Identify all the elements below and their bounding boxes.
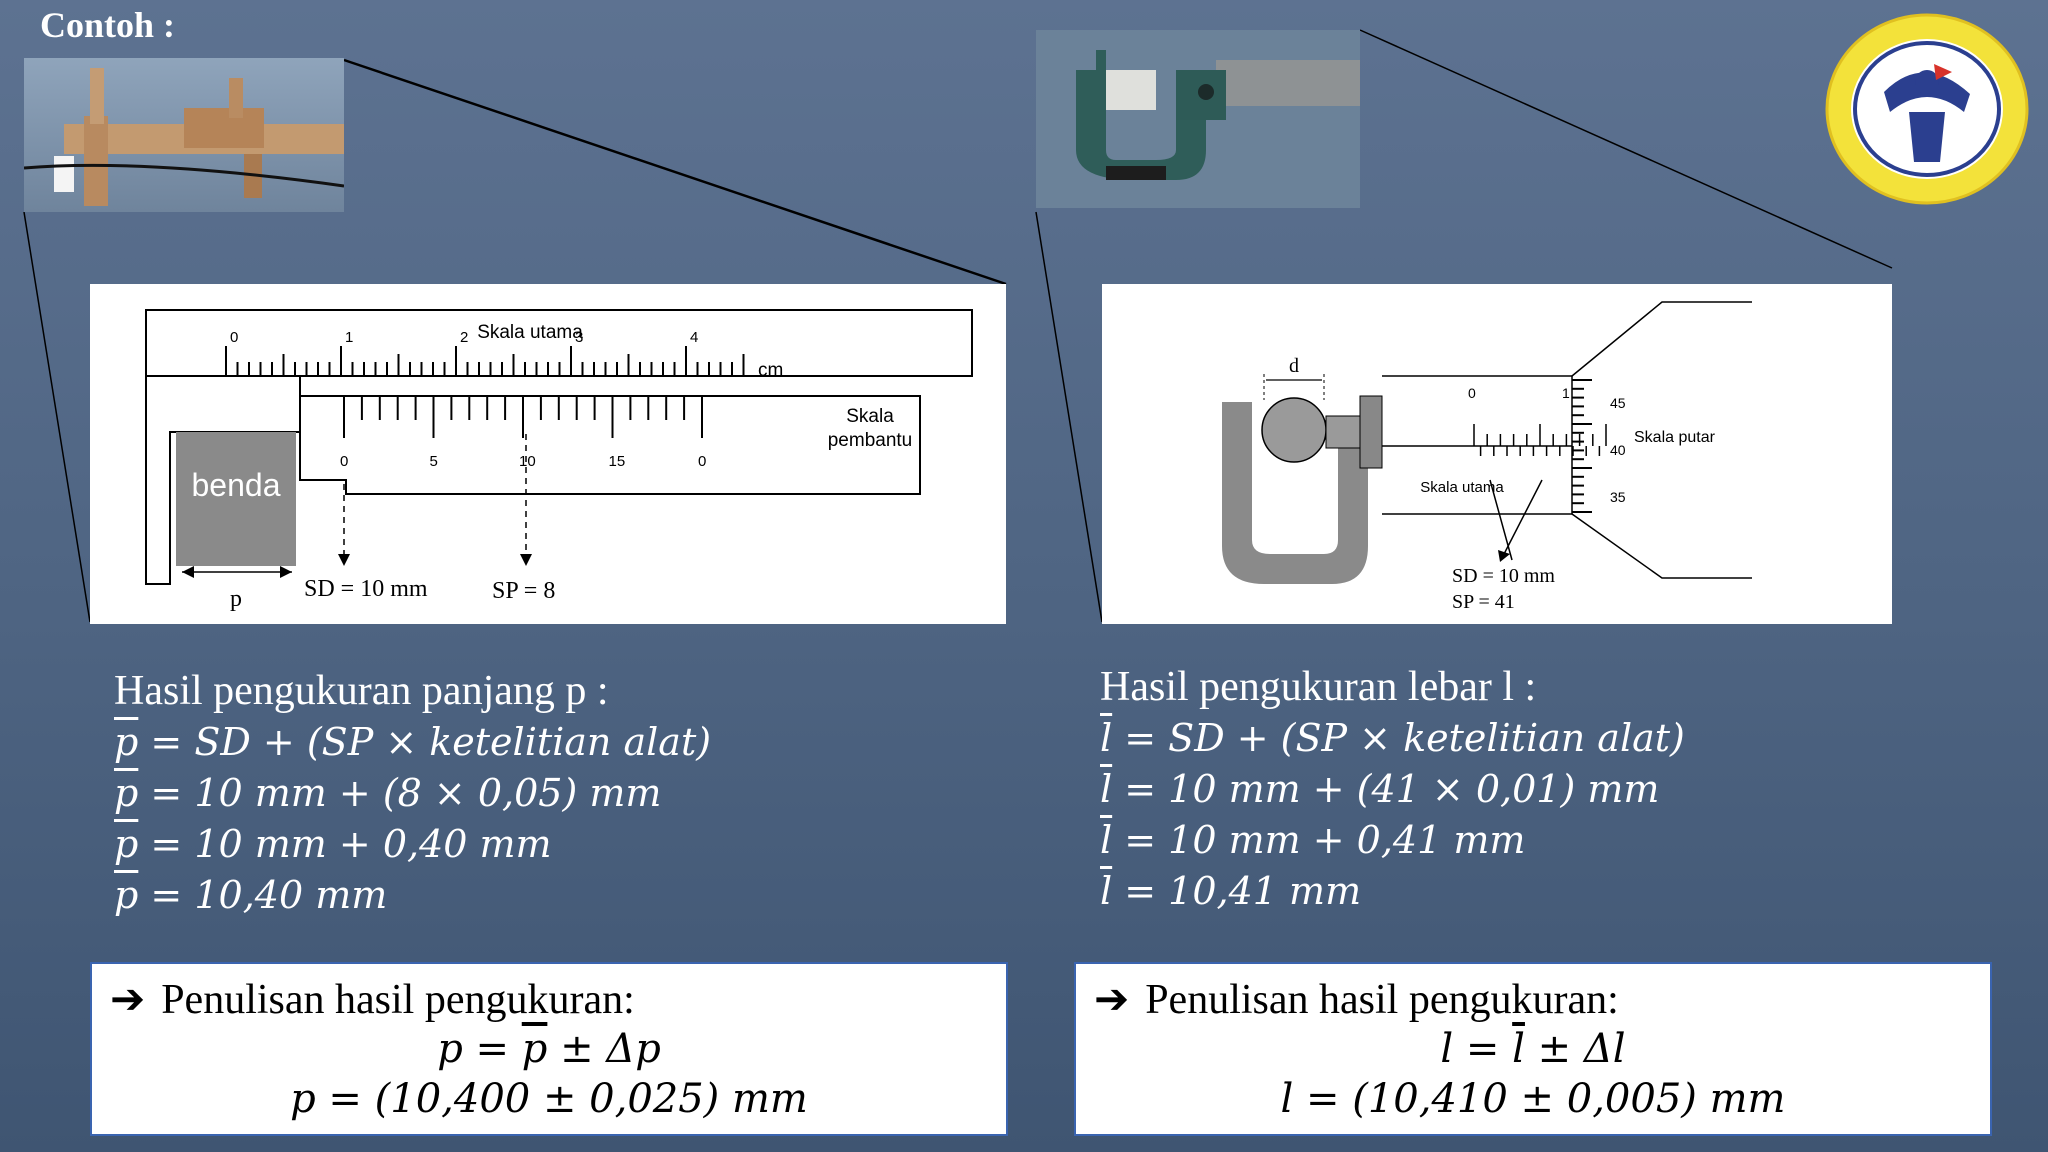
left-result-line: p = SD + (SP × ketelitian alat) (114, 720, 712, 764)
thimble-label: Skala putar (1634, 429, 1716, 446)
main-scale-label: Skala utama (477, 322, 583, 343)
main-scale-number: 3 (575, 329, 583, 346)
vernier-label-line2: pembantu (828, 430, 913, 451)
writing-formula: l = l ± Δl (1440, 1026, 1626, 1072)
writing-result: p = (10,400 ± 0,025) mm (290, 1076, 808, 1122)
university-logo (1824, 12, 2030, 206)
left-result-line: p = 10 mm + (8 × 0,05) mm (114, 771, 662, 815)
thimble-number: 40 (1610, 442, 1626, 458)
vernier-number: 0 (698, 453, 706, 470)
unit-label: cm (758, 360, 783, 381)
right-result-line: l = SD + (SP × ketelitian alat) (1100, 716, 1685, 760)
main-scale-number: 0 (230, 329, 238, 346)
left-writing-box: ➔Penulisan hasil pengukuran: p = p ± Δp … (90, 962, 1008, 1136)
main-scale-number: 4 (690, 329, 698, 346)
caliper-diagram: Skala utama 0 1 2 3 4 cm benda 0 5 10 15 0 Skala… (90, 284, 1006, 624)
vernier-label-line1: Skala (846, 406, 894, 427)
micrometer-photo (1036, 30, 1360, 208)
sp-label: SP = 8 (492, 578, 555, 604)
arrow-right-icon: ➔ (1094, 977, 1130, 1023)
length-symbol: p (230, 586, 242, 612)
right-result-heading: Hasil pengukuran lebar l : (1100, 664, 1537, 710)
sleeve-label: Skala utama (1420, 479, 1504, 496)
right-result-line: l = 10 mm + (41 × 0,01) mm (1100, 767, 1660, 811)
box-label: Penulisan hasil pengukuran: (161, 977, 635, 1023)
thimble-number: 45 (1610, 395, 1626, 411)
right-writing-box: ➔Penulisan hasil pengukuran: l = l ± Δl … (1074, 962, 1992, 1136)
vernier-number: 5 (430, 453, 438, 470)
main-scale-number: 2 (460, 329, 468, 346)
caliper-photo (24, 58, 344, 212)
left-result-line: p = 10,40 mm (114, 873, 388, 917)
box-label: Penulisan hasil pengukuran: (1145, 977, 1619, 1023)
left-result: Hasil pengukuran panjang p : p = SD + (S… (114, 666, 934, 921)
micrometer-diagram: d 0 1 Skala utama 45 40 35 Skala putar SD =… (1102, 284, 1892, 624)
right-result: Hasil pengukuran lebar l : l = SD + (SP … (1100, 662, 1920, 917)
right-result-line: l = 10 mm + 0,41 mm (1100, 818, 1526, 862)
sp-label: SP = 41 (1452, 591, 1515, 613)
right-result-line: l = 10,41 mm (1100, 869, 1362, 913)
slide-title: Contoh : (40, 5, 176, 45)
sleeve-number: 0 (1468, 385, 1476, 401)
sd-label: SD = 10 mm (304, 576, 428, 602)
vernier-number: 0 (340, 453, 348, 470)
writing-formula: p = p ± Δp (437, 1026, 661, 1072)
main-scale-number: 1 (345, 329, 353, 346)
arrow-right-icon: ➔ (110, 977, 146, 1023)
sd-label: SD = 10 mm (1452, 565, 1555, 587)
writing-result: l = (10,410 ± 0,005) mm (1280, 1076, 1786, 1122)
left-result-line: p = 10 mm + 0,40 mm (114, 822, 552, 866)
vernier-number: 15 (609, 453, 626, 470)
sleeve-number: 1 (1562, 385, 1570, 401)
vernier-number: 10 (519, 453, 536, 470)
thimble-number: 35 (1610, 489, 1626, 505)
object-label: benda (192, 467, 281, 503)
left-result-heading: Hasil pengukuran panjang p : (114, 668, 609, 714)
diameter-symbol: d (1289, 355, 1299, 377)
